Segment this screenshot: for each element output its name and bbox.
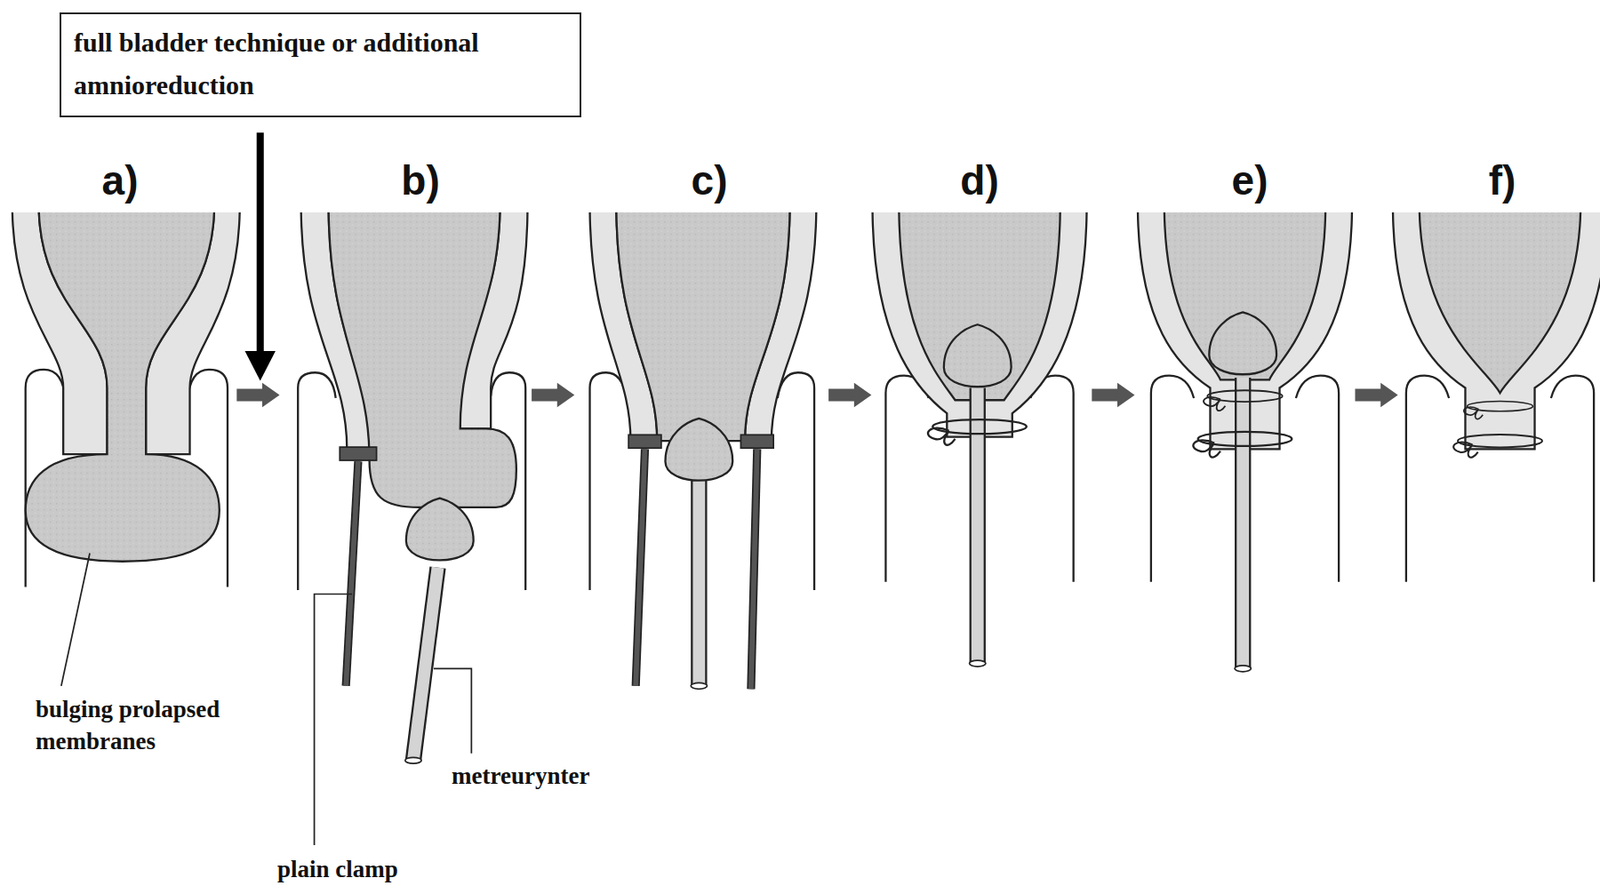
panel-d [872,212,1088,667]
part-label: metreurynter [451,760,590,792]
panel-letter: c) [673,156,745,205]
panels [12,212,1600,846]
step-arrows [236,383,1398,408]
panel-b [297,212,528,846]
process-box: full bladder technique or additional amn… [59,12,582,118]
panel-c [590,212,817,689]
insert-arrow [245,132,276,381]
panel-letter: f) [1466,156,1538,205]
panel-f [1392,212,1600,583]
panel-a [12,212,240,687]
panel-letter: e) [1214,156,1286,205]
box-text: full bladder technique or additional amn… [73,21,568,107]
panel-letter: b) [384,156,456,205]
panel-e [1137,212,1352,672]
panel-letter: d) [944,156,1016,205]
part-label: bulging prolapsed membranes [35,693,303,758]
panel-letter: a) [84,156,156,205]
part-label: plain clamp [277,853,399,886]
